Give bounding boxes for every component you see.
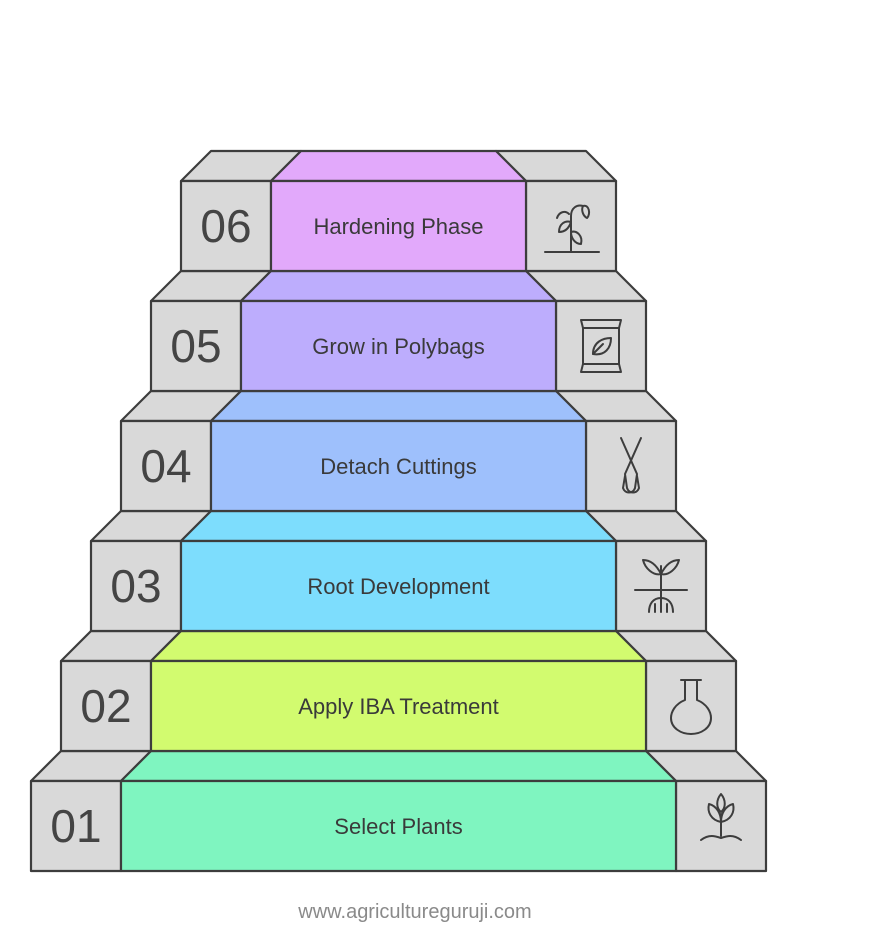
roots-icon-stroke — [660, 559, 680, 576]
sprout-icon-stroke — [720, 803, 735, 823]
tread-top — [119, 749, 678, 783]
tread-top — [149, 629, 648, 663]
soil-bag-icon-stroke — [592, 343, 604, 355]
step-number: 01 — [50, 800, 101, 852]
step-04: 04 Detach Cuttings — [119, 389, 678, 513]
step-number: 06 — [200, 200, 251, 252]
step-face — [119, 779, 678, 873]
step-number: 02 — [80, 680, 131, 732]
step-face — [269, 179, 528, 273]
drooping-plant-icon-stroke — [570, 204, 584, 253]
scissors-icon-stroke — [624, 437, 642, 494]
step-01: 01 Select Plants — [29, 749, 768, 873]
scissors-icon — [620, 437, 642, 494]
step-number: 05 — [170, 320, 221, 372]
drooping-plant-icon-stroke — [556, 210, 570, 219]
roots-icon-stroke — [660, 597, 674, 613]
drooping-plant-icon-stroke — [558, 220, 572, 233]
step-05: 05 Grow in Polybags — [149, 269, 648, 393]
roots-icon — [634, 559, 688, 613]
step-face — [209, 419, 588, 513]
step-02: 02 Apply IBA Treatment — [59, 629, 738, 753]
tread-top — [269, 149, 528, 183]
sprout-icon-stroke — [707, 803, 722, 823]
sprout-icon-stroke — [700, 835, 742, 841]
icon-block — [644, 659, 738, 753]
step-label: Select Plants — [334, 814, 462, 839]
tread-top — [179, 509, 618, 543]
flask-icon-stroke — [670, 679, 712, 735]
step-number: 04 — [140, 440, 191, 492]
step-number: 03 — [110, 560, 161, 612]
drooping-plant-icon-stroke — [581, 204, 591, 219]
step-label: Apply IBA Treatment — [298, 694, 499, 719]
sprout-icon — [700, 793, 742, 841]
sprout-icon-stroke — [716, 793, 726, 813]
step-06: 06 Hardening Phase — [179, 149, 618, 273]
step-label: Hardening Phase — [313, 214, 483, 239]
soil-bag-icon-stroke — [592, 337, 612, 356]
drooping-plant-icon-stroke — [570, 230, 583, 245]
roots-icon-stroke — [648, 597, 662, 613]
soil-bag-icon — [580, 319, 622, 373]
website-url: www.agricultureguruji.com — [297, 901, 531, 923]
drooping-plant-icon — [544, 204, 600, 253]
roots-icon-stroke — [642, 559, 662, 576]
flask-icon — [670, 679, 712, 735]
step-face — [179, 539, 618, 633]
step-label: Grow in Polybags — [312, 334, 484, 359]
step-face — [239, 299, 558, 393]
soil-bag-icon-stroke — [580, 319, 622, 373]
step-face — [149, 659, 648, 753]
step-label: Detach Cuttings — [320, 454, 477, 479]
tread-top — [239, 269, 558, 303]
tread-top — [209, 389, 588, 423]
step-label: Root Development — [307, 574, 489, 599]
step-03: 03 Root Development — [89, 509, 708, 633]
icon-block — [584, 419, 678, 513]
